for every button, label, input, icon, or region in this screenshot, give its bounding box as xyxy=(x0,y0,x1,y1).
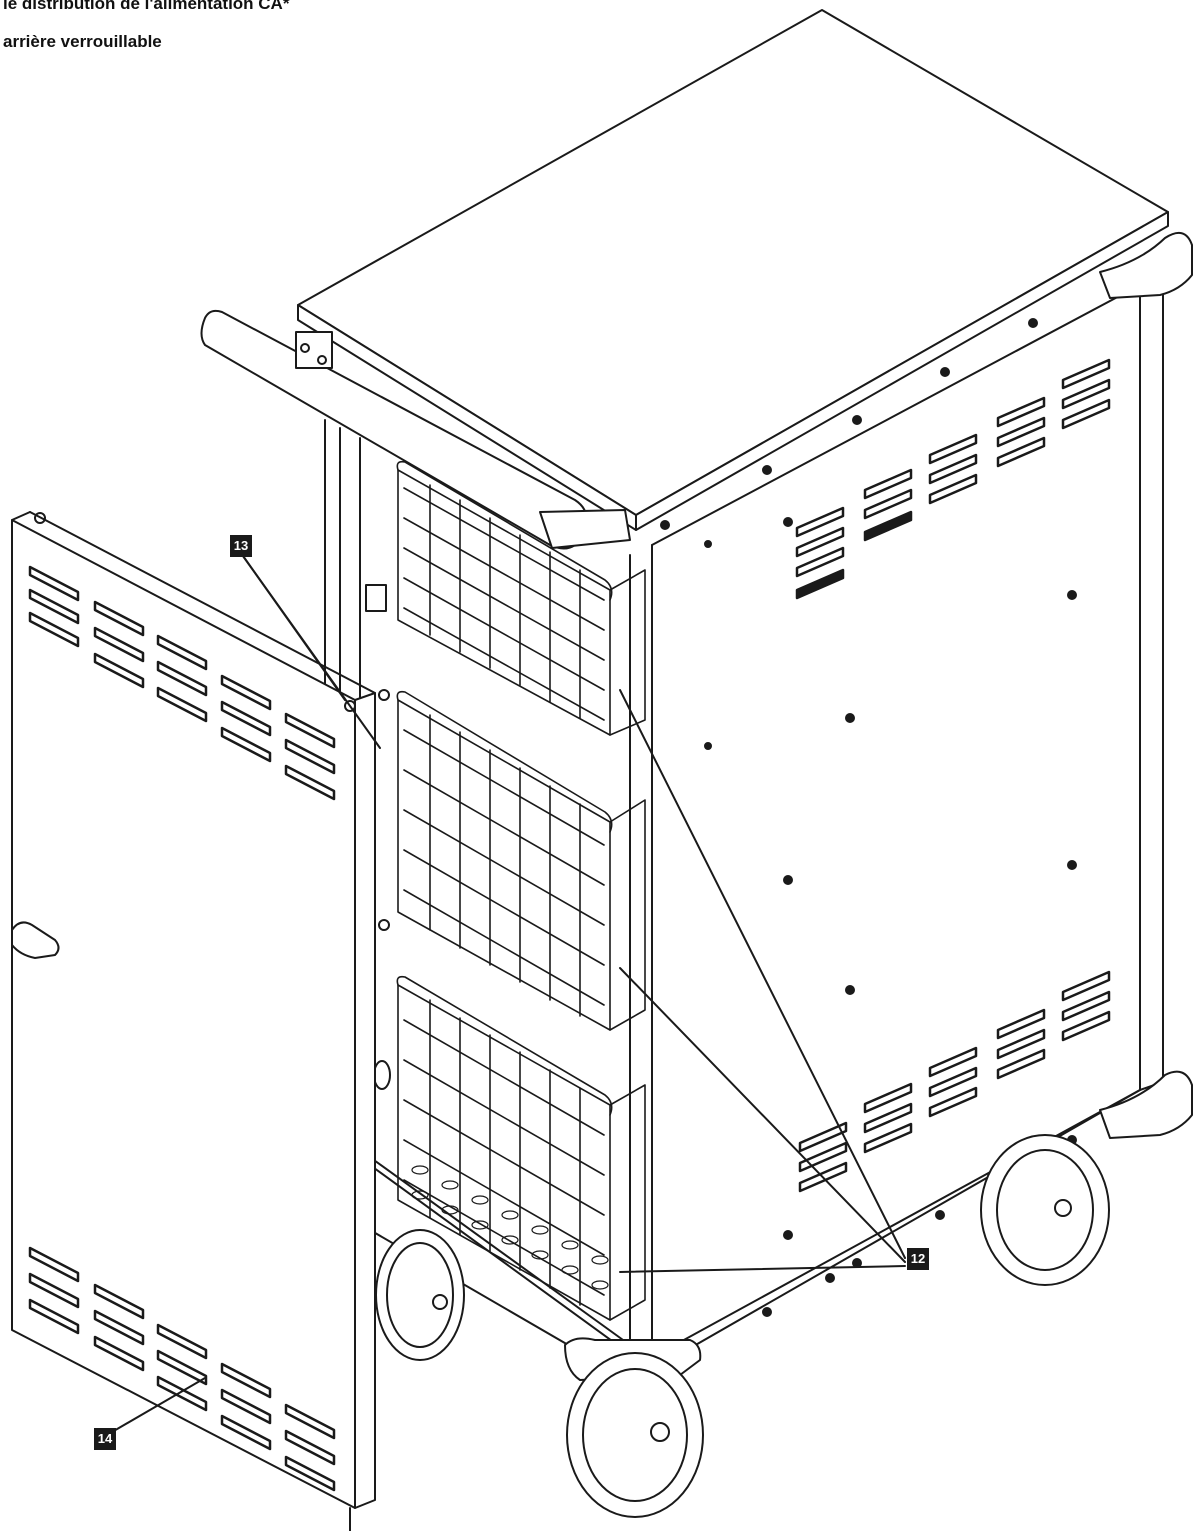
cabinet-door xyxy=(11,511,376,1531)
callout-leader-lines xyxy=(111,555,906,1433)
side-vents-upper xyxy=(795,358,1111,600)
wire-basket-bottom xyxy=(396,975,646,1321)
door-latch xyxy=(11,921,60,959)
cart-rear-handle xyxy=(1099,231,1193,1139)
callout-13: 13 xyxy=(230,535,252,557)
lid-screws xyxy=(660,318,1038,530)
caption-line-2: arrière verrouillable xyxy=(3,32,162,51)
caster-front-right xyxy=(564,1337,704,1518)
side-vents-lower xyxy=(798,970,1111,1193)
caster-rear-right xyxy=(980,1134,1110,1286)
door-vents-upper xyxy=(28,565,336,801)
caption-line-1: le distribution de l'alimentation CA* xyxy=(3,0,290,13)
caster-front-left xyxy=(375,1229,465,1361)
callout-12: 12 xyxy=(907,1248,929,1270)
cart-front-handle xyxy=(200,309,631,550)
callout-14: 14 xyxy=(94,1428,116,1450)
wire-basket-middle xyxy=(396,690,646,1031)
frame-fittings xyxy=(365,584,391,1090)
door-vents-lower xyxy=(28,1246,336,1492)
wire-basket-top xyxy=(396,460,646,736)
cart-top-lid xyxy=(297,9,1169,531)
basket-floor-holes xyxy=(411,1165,609,1290)
